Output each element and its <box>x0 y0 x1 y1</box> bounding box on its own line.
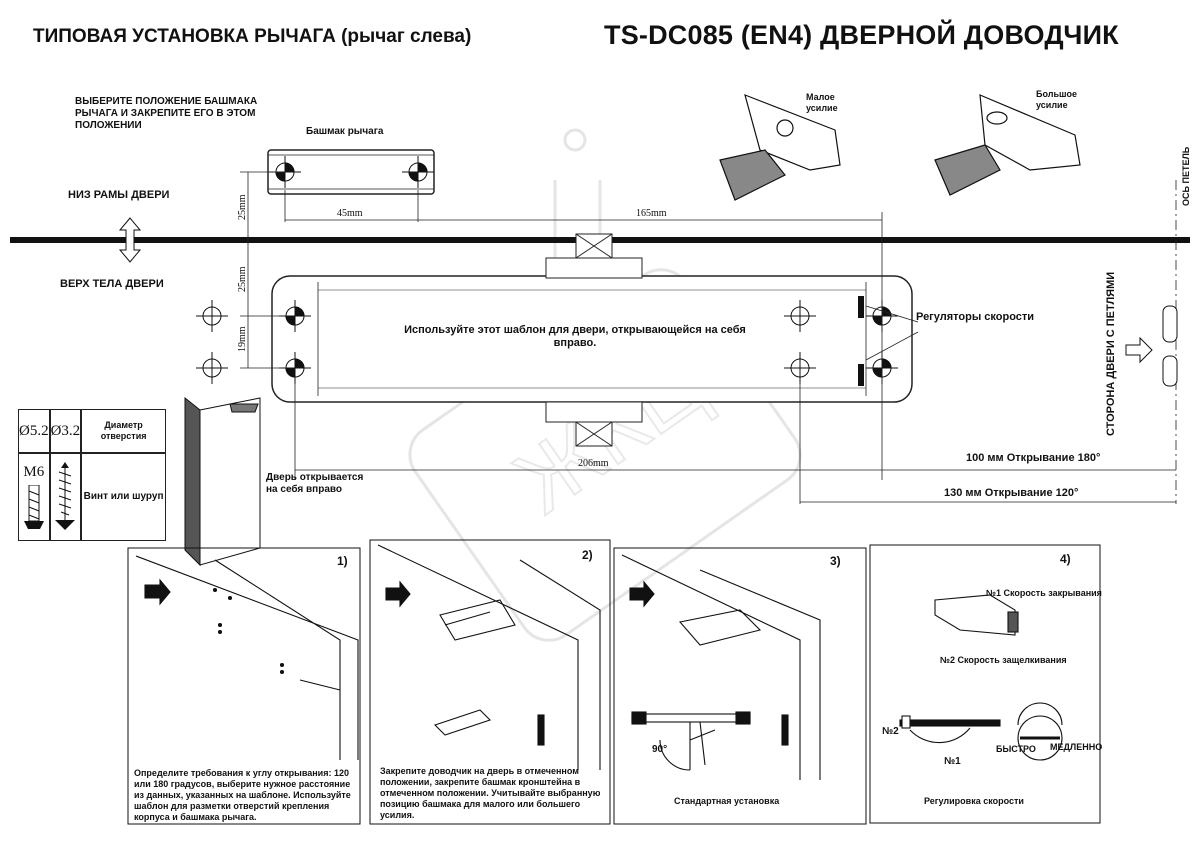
diameter-32: Ø3.2 <box>49 409 82 453</box>
step3-number: 3) <box>830 554 841 568</box>
dim-25b: 25mm <box>237 266 248 292</box>
step3-text: Стандартная установка <box>674 796 780 806</box>
arrow-right-icon <box>629 580 655 608</box>
step4-number: 4) <box>1060 552 1071 566</box>
dim-165: 165mm <box>636 208 667 219</box>
step1-door-frame <box>135 555 359 760</box>
arrow-right-icon <box>1125 336 1153 364</box>
screw-table: Ø5.2 Ø3.2 Диаметр отверстия M6 Винт или … <box>18 409 166 541</box>
frame-bottom-label: НИЗ РАМЫ ДВЕРИ <box>68 189 170 201</box>
step1-number: 1) <box>337 554 348 568</box>
slow-label: МЕДЛЕННО <box>1050 742 1103 752</box>
small-force-illustration <box>719 94 841 201</box>
step4-speed <box>899 594 1063 761</box>
m6-label: M6 <box>23 463 45 480</box>
large-force-label: Большое усилие <box>1036 89 1077 110</box>
closing-speed-label: №1 Скорость закрывания <box>986 588 1102 598</box>
bolt-icon <box>23 484 44 529</box>
main-title: TS-DC085 (EN4) ДВЕРНОЙ ДОВОДЧИК <box>604 20 1119 50</box>
left-title: ТИПОВАЯ УСТАНОВКА РЫЧАГА (рычаг слева) <box>33 26 472 47</box>
double-arrow-icon <box>118 217 142 263</box>
fast-label: БЫСТРО <box>996 744 1036 754</box>
step3-standard <box>621 554 821 780</box>
dim-206: 206mm <box>578 458 609 469</box>
dim-25a: 25mm <box>237 194 248 220</box>
step4-text: Регулировка скорости <box>924 796 1024 806</box>
small-force-label: Малое усилие <box>806 92 838 113</box>
screw-cell <box>49 453 82 541</box>
lever-shoe-label: Башмак рычага <box>306 126 384 137</box>
step-panels <box>127 539 1101 825</box>
arrow-right-icon <box>144 578 171 606</box>
large-force-illustration <box>934 94 1081 196</box>
dim-45: 45mm <box>337 208 363 219</box>
hinge-marks <box>1125 305 1178 387</box>
hinge-axis-label: ОСЬ ПЕТЕЛЬ <box>1181 146 1191 206</box>
speed-regulators-label: Регуляторы скорости <box>916 311 1035 323</box>
template-center-text: Используйте этот шаблон для двери, откры… <box>404 324 746 349</box>
no2-label: №2 <box>882 726 899 737</box>
door-icon <box>184 396 261 567</box>
angle-label: 90° <box>652 744 668 755</box>
screw-label: Винт или шуруп <box>81 453 166 541</box>
dim-19: 19mm <box>237 326 248 352</box>
door-top-label: ВЕРХ ТЕЛА ДВЕРИ <box>60 278 164 290</box>
diameter-52: Ø5.2 <box>18 409 50 453</box>
screw-icon <box>55 462 76 530</box>
hinge-side-label: СТОРОНА ДВЕРИ С ПЕТЛЯМИ <box>1105 271 1117 436</box>
arrow-right-icon <box>385 580 411 608</box>
open-180-label: 100 мм Открывание 180° <box>966 452 1101 464</box>
step1-text: Определите требования к углу открывания:… <box>134 768 351 822</box>
step2-number: 2) <box>582 548 593 562</box>
closer-body <box>271 233 913 447</box>
door-opens-label: Дверь открывается на себя вправо <box>266 472 364 495</box>
step2-text: Закрепите доводчик на дверь в отмеченном… <box>380 766 601 820</box>
dimension-lines <box>240 171 1177 504</box>
open-120-label: 130 мм Открывание 120° <box>944 487 1079 499</box>
latching-speed-label: №2 Скорость защелкивания <box>940 655 1067 665</box>
no1-label: №1 <box>944 756 961 767</box>
step2-mounting <box>377 544 601 770</box>
shoe-instruction: ВЫБЕРИТЕ ПОЛОЖЕНИЕ БАШМАКА РЫЧАГА И ЗАКР… <box>75 96 258 131</box>
diameter-label: Диаметр отверстия <box>81 409 166 453</box>
bolt-cell: M6 <box>18 453 50 541</box>
